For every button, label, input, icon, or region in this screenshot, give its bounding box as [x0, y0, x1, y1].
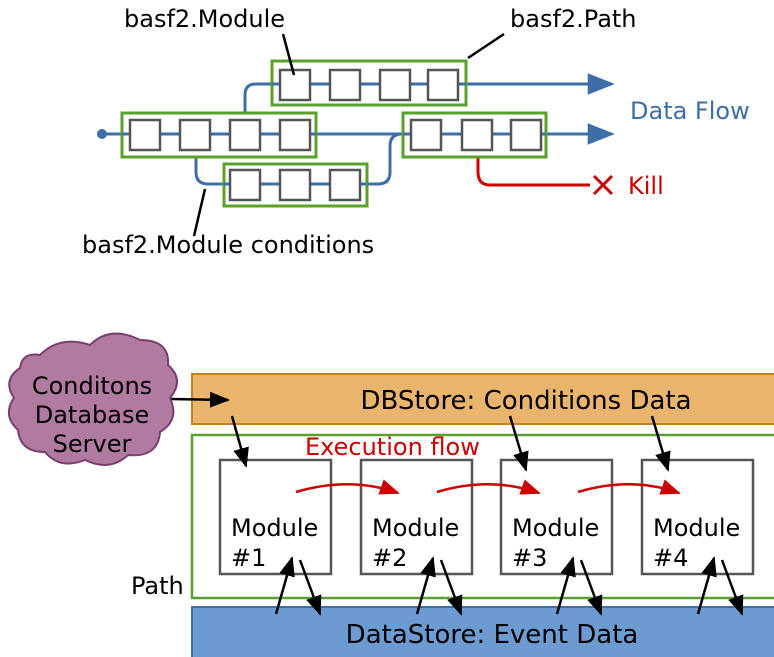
execution-arrow	[295, 479, 400, 495]
execution-arrow	[436, 479, 541, 495]
path-container	[190, 433, 774, 600]
module-1: Module #1	[218, 458, 333, 576]
condition-arrow	[508, 415, 529, 472]
module-square	[228, 168, 262, 202]
module-number: #2	[372, 544, 407, 572]
cloud-shape	[7, 332, 178, 466]
conditions-label: basf2.Module conditions	[82, 231, 374, 259]
module-square	[278, 68, 312, 102]
module-box	[359, 458, 474, 576]
event-arrow-up	[555, 556, 576, 615]
module-square	[378, 68, 412, 102]
path-label: basf2.Path	[510, 5, 637, 33]
module-squares	[128, 68, 543, 202]
module-square	[509, 118, 543, 152]
bottom-diagram: DBStore: Conditions Data DataStore: Even…	[7, 332, 774, 657]
module-square	[178, 118, 212, 152]
execution-flow-arrows	[295, 479, 681, 495]
module-square	[278, 168, 312, 202]
conditions-label-pointer	[192, 188, 207, 237]
server-to-dbstore-arrow	[169, 391, 230, 408]
module-square	[409, 118, 443, 152]
module-label: basf2.Module	[124, 5, 285, 33]
module-box	[499, 458, 614, 576]
database-server-cloud: Conditons Database Server	[7, 332, 178, 466]
event-arrow-down	[720, 559, 744, 616]
module-name: Module	[231, 514, 318, 542]
module-square	[328, 168, 362, 202]
module-2: Module #2	[359, 458, 474, 576]
conditions-arrows	[169, 391, 671, 472]
module-square	[228, 118, 262, 152]
server-line-2: Database	[35, 401, 150, 429]
datastore-label: DataStore: Event Data	[346, 620, 639, 650]
upper-branch-line	[243, 73, 615, 120]
module-3: Module #3	[499, 458, 614, 576]
kill-branch-line	[476, 148, 590, 187]
module-box	[640, 458, 755, 576]
top-diagram: basf2.Module basf2.Path Data Flow Kill b…	[82, 5, 750, 259]
data-flow-label: Data Flow	[630, 97, 750, 125]
path-label-pointer	[467, 32, 505, 60]
event-arrow-up	[696, 556, 717, 615]
dbstore-bar	[191, 373, 774, 425]
conditions-branch-line	[194, 132, 403, 186]
dbstore-label: DBStore: Conditions Data	[360, 386, 691, 416]
event-data-arrows	[274, 556, 744, 616]
module-4: Module #4	[640, 458, 755, 576]
execution-flow-label: Execution flow	[305, 433, 480, 461]
module-number: #4	[653, 544, 688, 572]
event-arrow-down	[579, 559, 603, 616]
event-arrow-down	[439, 559, 463, 616]
event-arrow-up	[415, 556, 436, 615]
server-line-3: Server	[53, 430, 132, 458]
event-arrow-up	[274, 556, 295, 615]
module-number: #3	[512, 544, 547, 572]
condition-arrow	[230, 415, 249, 468]
module-label-pointer	[281, 33, 296, 76]
path-container-label: Path	[131, 572, 184, 600]
server-line-1: Conditons	[32, 372, 152, 400]
module-name: Module	[372, 514, 459, 542]
module-square	[328, 68, 362, 102]
kill-icon	[592, 174, 614, 196]
datastore-bar	[191, 606, 774, 657]
module-square	[278, 118, 312, 152]
module-box	[218, 458, 333, 576]
module-square	[460, 118, 494, 152]
module-name: Module	[512, 514, 599, 542]
module-square	[426, 68, 460, 102]
module-square	[128, 118, 162, 152]
condition-arrow	[650, 415, 671, 472]
execution-arrow	[577, 479, 681, 495]
event-arrow-down	[298, 559, 322, 616]
module-number: #1	[231, 544, 266, 572]
module-name: Module	[653, 514, 740, 542]
kill-label: Kill	[628, 172, 664, 200]
